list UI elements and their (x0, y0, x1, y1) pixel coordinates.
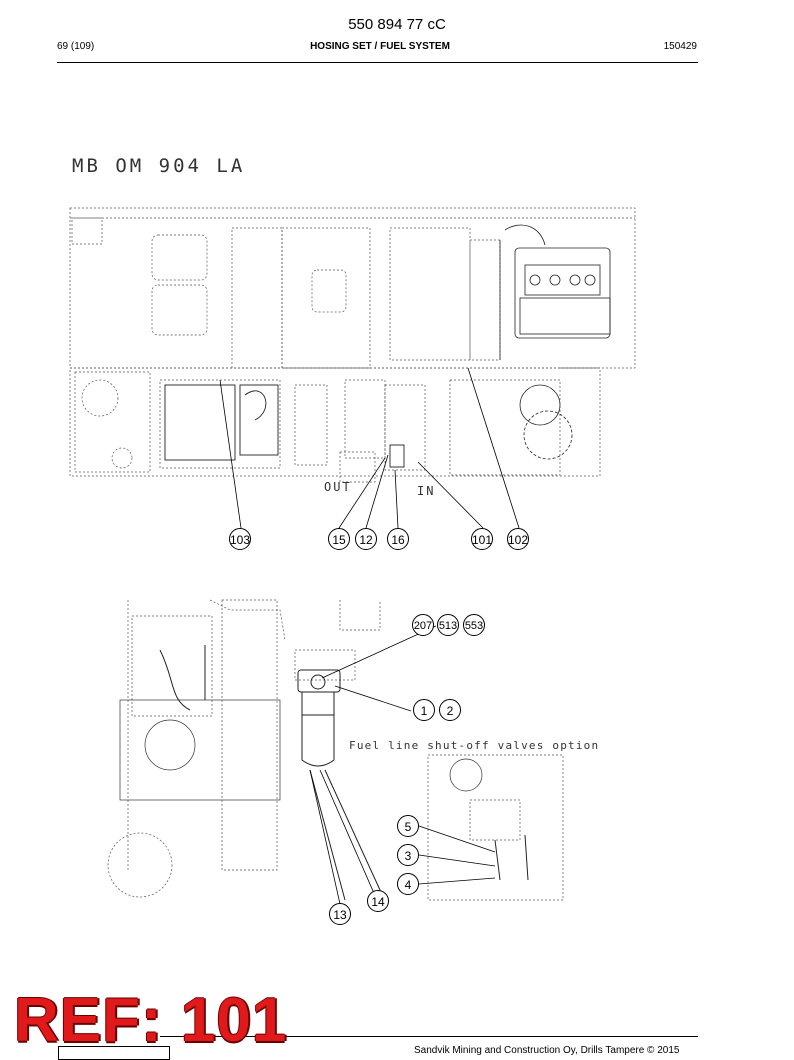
callout-14: 14 (367, 890, 389, 912)
callout-513: 513 (437, 614, 459, 636)
header-rule (57, 62, 698, 63)
document-number: 550 894 77 cC (348, 16, 446, 33)
reference-stamp: REF: 101 (14, 986, 288, 1055)
in-label: IN (417, 484, 436, 498)
callout-102: 102 (507, 528, 529, 550)
top-view-drawing (69, 207, 636, 483)
callout-12: 12 (355, 528, 377, 550)
callout-553: 553 (463, 614, 485, 636)
callout-16: 16 (387, 528, 409, 550)
fuel-filter-drawing (159, 645, 529, 901)
callout-207: 207 (412, 614, 434, 636)
engine-label: MB OM 904 LA (72, 155, 246, 177)
out-label: OUT (324, 480, 352, 494)
callout-103: 103 (229, 528, 251, 550)
date-code: 150429 (663, 41, 697, 52)
section-title: HOSING SET / FUEL SYSTEM (310, 41, 450, 52)
callout-4: 4 (397, 873, 419, 895)
callout-13: 13 (329, 903, 351, 925)
top-leader-lines (219, 367, 520, 529)
callout-2: 2 (439, 699, 461, 721)
copyright-text: Sandvik Mining and Construction Oy, Dril… (414, 1045, 680, 1056)
page-number: 69 (109) (57, 41, 95, 52)
filter-top-view (164, 384, 405, 468)
footer-rule (160, 1036, 698, 1037)
callout-1: 1 (413, 699, 435, 721)
callout-5: 5 (397, 815, 419, 837)
option-note: Fuel line shut-off valves option (349, 739, 600, 752)
engine-drawing (499, 224, 611, 460)
callout-101: 101 (471, 528, 493, 550)
callout-3: 3 (397, 844, 419, 866)
callout-15: 15 (328, 528, 350, 550)
